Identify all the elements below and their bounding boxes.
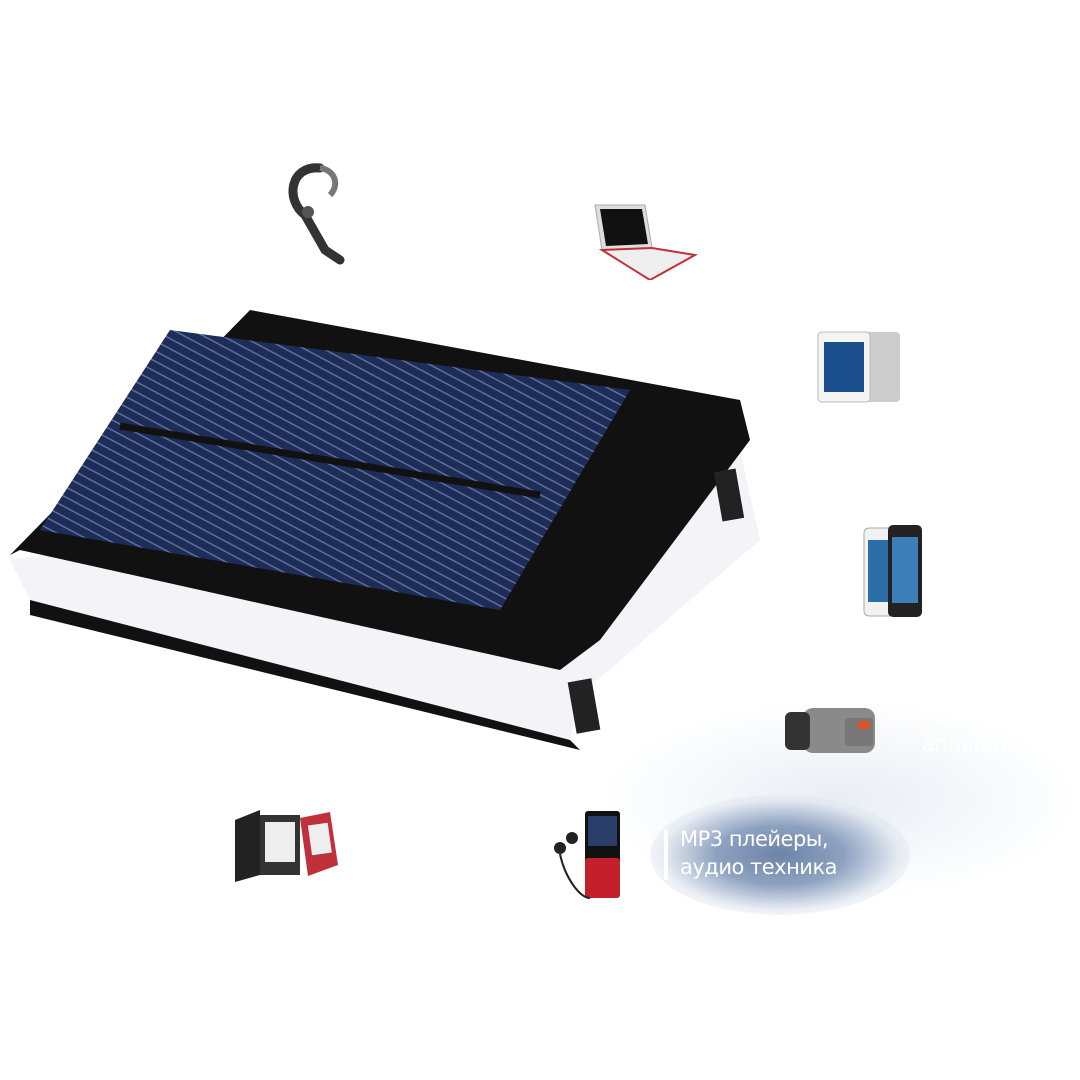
smartphone-icon bbox=[863, 525, 922, 617]
mp3-label-line1: MP3 плейеры, bbox=[680, 827, 829, 851]
ebook-reader-icon bbox=[235, 810, 338, 882]
video-label: идео аппаратура bbox=[922, 702, 1048, 758]
tablet-icon bbox=[817, 331, 900, 403]
mp3-label-line2: аудио техника bbox=[680, 855, 838, 879]
label-divider bbox=[664, 830, 668, 880]
camcorder-icon bbox=[785, 708, 875, 753]
solar-power-bank bbox=[10, 310, 760, 750]
label-glow bbox=[650, 795, 910, 915]
laptop-icon bbox=[594, 204, 699, 280]
headset-icon bbox=[288, 163, 345, 265]
mp3-label: MP3 плейеры, аудио техника bbox=[680, 825, 838, 881]
mp3-player-icon bbox=[554, 811, 620, 899]
video-label-line2: аппаратура bbox=[922, 732, 1048, 756]
video-label-line1: идео bbox=[922, 704, 974, 728]
